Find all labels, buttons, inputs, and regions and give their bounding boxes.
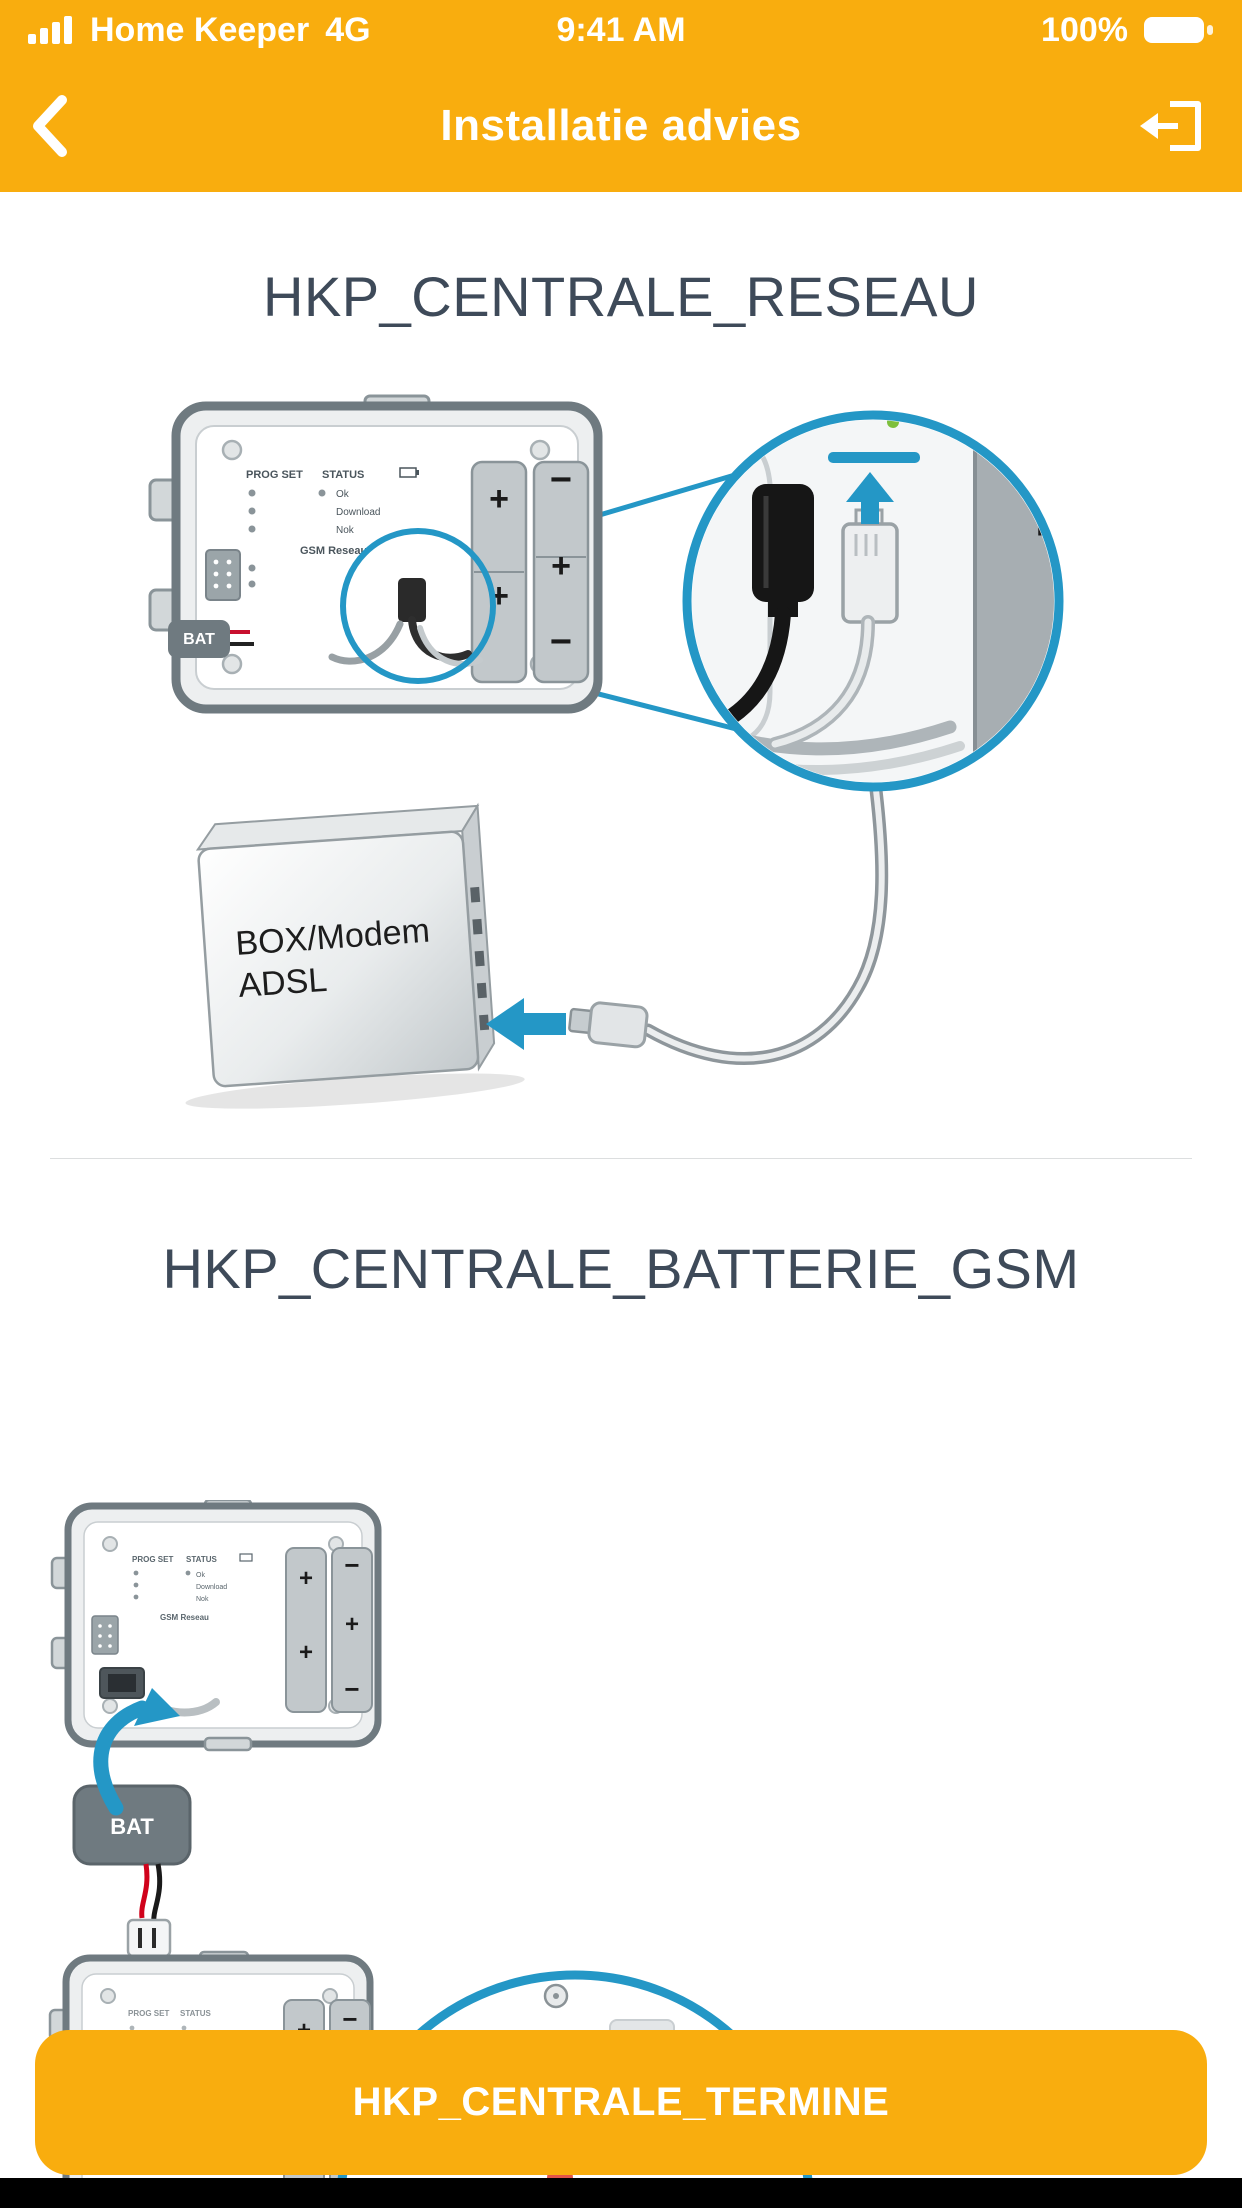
bat-label: BAT — [110, 1814, 154, 1839]
usb-cable — [641, 783, 889, 1065]
battery-percent-label: 100% — [1041, 10, 1128, 49]
battery-minus-mark: − — [1042, 657, 1097, 763]
battery-minus-mark: − — [550, 459, 572, 501]
panel-label-progset: PROG SET — [132, 1555, 173, 1564]
modem-box: BOX/Modem ADSL — [185, 802, 525, 1109]
battery-minus-mark: − — [342, 2004, 357, 2034]
panel-label-gsm: GSM Reseau — [160, 1613, 209, 1622]
battery-pack: BAT — [72, 1784, 192, 1958]
diagram-centrale-reseau: + + − + − PROG SET STATUS Ok Download No… — [148, 394, 1097, 1109]
modem-label-line2: ADSL — [237, 961, 328, 1005]
highlight-circle — [340, 528, 496, 684]
panel-label-nok: Nok — [336, 525, 355, 536]
panel-label-nok: Nok — [196, 1596, 209, 1603]
arrow-curved-icon — [93, 1688, 180, 1816]
panel-label-ok: Ok — [196, 1572, 205, 1579]
battery-plus-mark: + — [489, 480, 509, 518]
diagram-centrale-batterie: + + − + − PROG SET STATUS Ok Download No… — [50, 1500, 382, 1958]
panel-label-gsm: GSM Reseau — [300, 545, 367, 557]
footer-button[interactable]: HKP_CENTRALE_TERMINE — [35, 2030, 1207, 2175]
battery-minus-mark: − — [550, 621, 572, 663]
battery-plus-mark: + — [299, 1565, 313, 1592]
battery-plus-mark: + — [299, 1639, 313, 1666]
panel-label-status: STATUS — [322, 469, 364, 481]
panel-label-download: Download — [336, 507, 380, 518]
logout-icon — [1140, 101, 1201, 151]
panel-label-status: STATUS — [186, 1555, 217, 1564]
section-title-batterie: HKP_CENTRALE_BATTERIE_GSM — [162, 1237, 1080, 1300]
status-bar: Home Keeper 4G 9:41 AM 100% — [0, 0, 1242, 60]
chevron-left-icon — [33, 95, 67, 157]
battery-plus-mark: + — [551, 547, 571, 585]
battery-minus-mark: − — [344, 1550, 359, 1580]
content-scroll[interactable]: HKP_CENTRALE_RESEAU — [0, 192, 1242, 2208]
panel-label-progset: PROG SET — [246, 469, 303, 481]
bat-label: BAT — [183, 631, 215, 648]
exit-button[interactable] — [1110, 60, 1236, 192]
alarm-panel-illustration: + + − + − PROG SET STATUS Ok Download No… — [148, 394, 603, 714]
alarm-panel-small: + + − + − PROG SET STATUS Ok Download No… — [50, 1500, 382, 1752]
panel-label-status: STATUS — [180, 2009, 211, 2018]
battery-minus-mark: − — [344, 1674, 359, 1704]
network-label: 4G — [325, 10, 371, 49]
panel-label-download: Download — [196, 1584, 227, 1591]
arrow-up-icon — [828, 452, 920, 524]
carrier-label: Home Keeper — [90, 10, 310, 49]
panel-label-progset: PROG SET — [128, 2009, 169, 2018]
battery-plus-mark: + — [345, 1611, 359, 1638]
bottom-black-bar — [0, 2178, 1242, 2208]
section-title-reseau: HKP_CENTRALE_RESEAU — [263, 265, 979, 328]
panel-label-ok: Ok — [336, 489, 350, 500]
battery-icon — [1144, 17, 1213, 43]
section-divider — [50, 1158, 1192, 1159]
usb-plug — [568, 1001, 649, 1049]
page-title: Installatie advies — [440, 101, 802, 150]
bat-connector — [168, 620, 230, 658]
arrow-left-icon — [486, 998, 566, 1050]
back-button[interactable] — [0, 60, 100, 192]
nav-bar: Installatie advies — [0, 60, 1242, 192]
signal-strength-icon — [28, 16, 72, 44]
magnifier-circle: + − — [682, 410, 1097, 792]
